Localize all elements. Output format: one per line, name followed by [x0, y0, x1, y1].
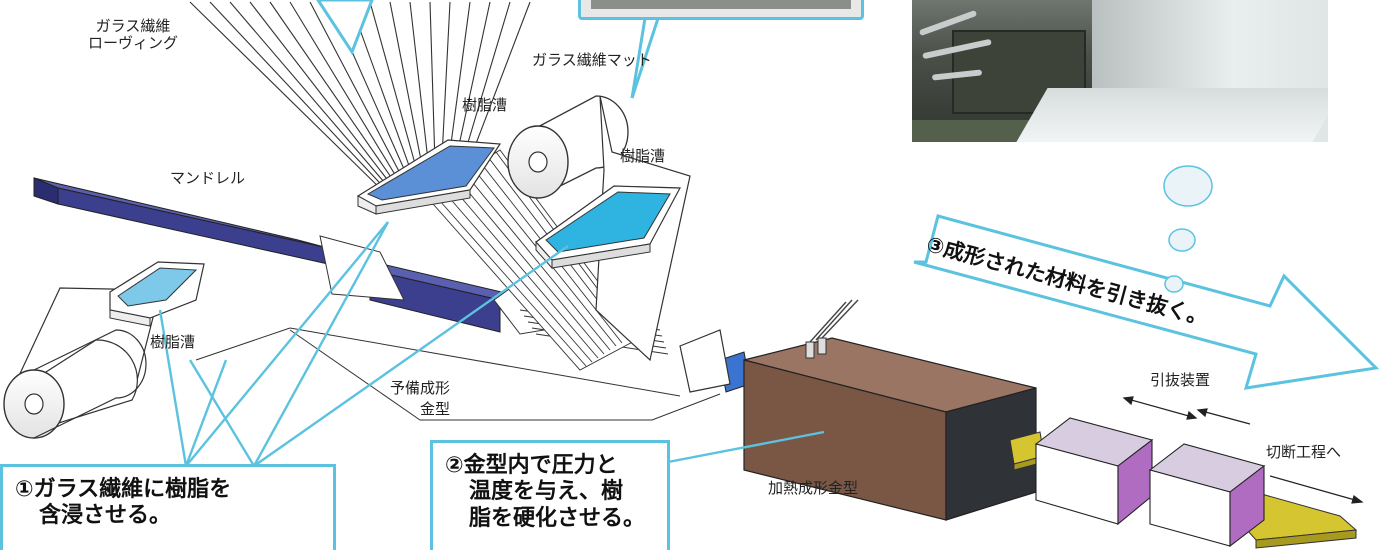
label-heated-die: 加熱成形金型 [768, 479, 859, 497]
heated-forming-die [743, 299, 1037, 521]
photo-bubble-top [578, 0, 864, 20]
label-to-cutting: 切断工程へ [1266, 443, 1342, 461]
label-preform-die-line1: 予備成形 [390, 379, 451, 397]
label-glass-fiber-roving-line2: ローヴィング [88, 34, 179, 53]
callout-step2-line2: 温度を与え、樹 [469, 479, 624, 505]
label-resin-bath-top: 樹脂漕 [462, 96, 508, 114]
thought-bubbles [1163, 165, 1213, 293]
callout-2-leader [667, 430, 825, 464]
callout-step1: ①ガラス繊維に樹脂を 含浸させる。 [0, 464, 336, 550]
preform-die-nozzle [679, 329, 731, 393]
step3-arrow [913, 214, 1380, 390]
label-resin-bath-left: 樹脂漕 [150, 333, 196, 351]
label-glass-fiber-roving-line1: ガラス繊維 [95, 17, 171, 35]
callout-1-leaders [158, 221, 569, 467]
label-glass-fiber-roving: ガラス繊維 ローヴィング [88, 17, 179, 53]
puller-unit-2 [1148, 443, 1266, 548]
label-mandrel: マンドレル [170, 169, 246, 187]
pultrusion-photo [912, 0, 1328, 142]
label-puller: 引抜装置 [1150, 371, 1211, 389]
label-resin-bath-right: 樹脂漕 [620, 147, 666, 165]
callout-step2-line3: 脂を硬化させる。 [469, 505, 646, 531]
callout-step2: ②金型内で圧力と 温度を与え、樹 脂を硬化させる。 [430, 440, 670, 550]
label-preform-die-line2: 金型 [420, 400, 451, 419]
resin-bath-left [109, 261, 205, 327]
motion-arrows [1122, 396, 1364, 504]
callout-step1-line2: 含浸させる。 [39, 503, 172, 529]
puller-unit-1 [1034, 417, 1154, 526]
callout-step2-line1: ②金型内で圧力と [445, 453, 618, 478]
label-preform-die: 予備成形 金型 [390, 379, 451, 419]
label-glass-fiber-mat: ガラス繊維マット [532, 51, 652, 69]
resin-bath-right [535, 185, 681, 270]
resin-bath-top [356, 139, 502, 215]
callout-step1-line1: ①ガラス繊維に樹脂を [15, 477, 232, 502]
